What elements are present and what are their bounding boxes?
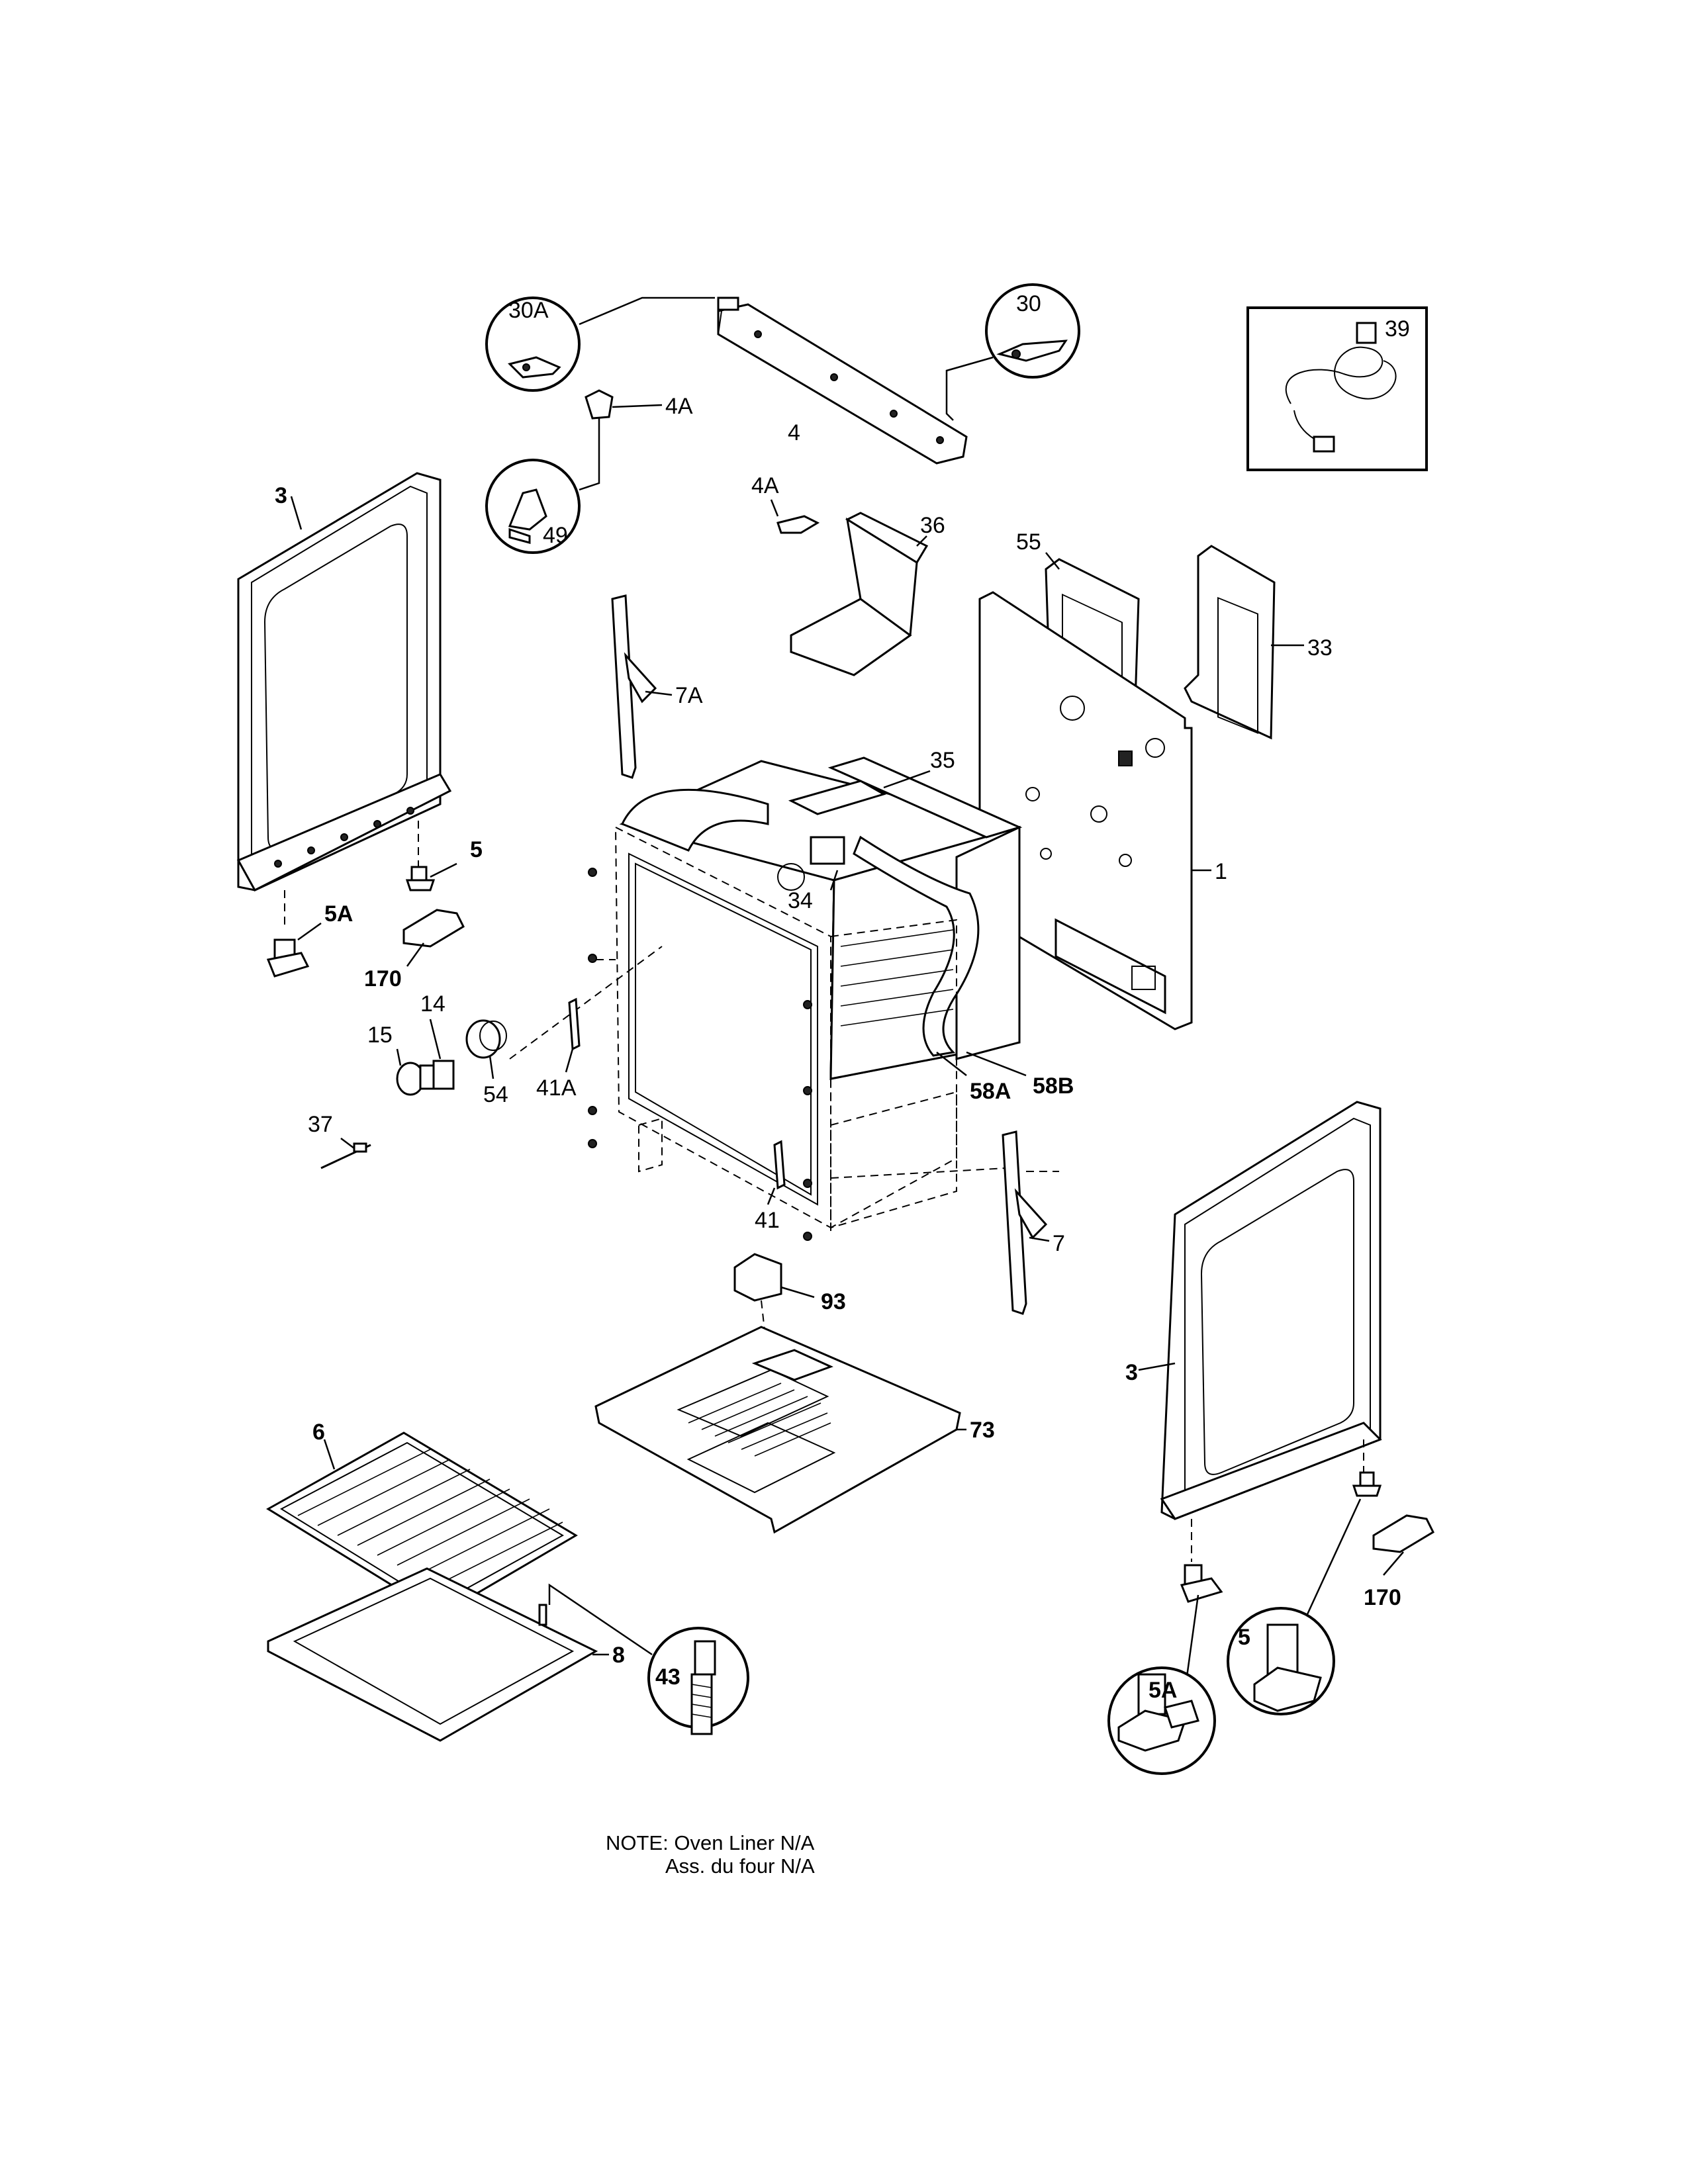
anti-tip-bracket-170-right — [1372, 1514, 1434, 1576]
leveler-5-right — [1303, 1471, 1382, 1622]
label-7A: 7A — [675, 683, 703, 708]
label-36: 36 — [920, 513, 945, 538]
label-49: 49 — [543, 523, 568, 548]
callout-30A — [485, 296, 715, 392]
callout-43-screw — [548, 1583, 749, 1735]
label-30: 30 — [1016, 291, 1041, 316]
callout-5-right — [1227, 1607, 1335, 1715]
rack-support-7A — [611, 594, 673, 779]
leveler-leg-5A-left — [266, 922, 322, 978]
label-4A-top: 4A — [665, 394, 693, 419]
label-5A-right: 5A — [1149, 1678, 1177, 1703]
broiler-pan-8 — [267, 1567, 609, 1742]
top-bracket-part-4 — [717, 296, 968, 465]
label-3-left: 3 — [275, 483, 287, 508]
callout-30 — [945, 283, 1080, 421]
label-5-left: 5 — [470, 837, 483, 862]
label-30A: 30A — [508, 298, 549, 323]
label-4: 4 — [788, 420, 800, 445]
bracket-41 — [767, 1140, 786, 1205]
label-1: 1 — [1215, 859, 1227, 884]
side-panel-3-left — [236, 472, 452, 927]
label-8: 8 — [612, 1643, 625, 1668]
anti-tip-bracket-170-left — [402, 909, 465, 967]
label-39: 39 — [1385, 316, 1410, 341]
leveler-5-left — [405, 862, 457, 891]
bracket-41A — [565, 997, 581, 1073]
label-41A: 41A — [536, 1075, 577, 1101]
label-5-right: 5 — [1238, 1625, 1250, 1650]
rack-support-7 — [1002, 1130, 1050, 1315]
label-7: 7 — [1053, 1231, 1065, 1256]
label-37: 37 — [308, 1112, 333, 1137]
clip-4A-mid — [770, 499, 820, 534]
label-73: 73 — [970, 1418, 995, 1443]
label-58A: 58A — [970, 1079, 1011, 1104]
label-170-left: 170 — [364, 966, 402, 991]
label-41: 41 — [755, 1208, 780, 1233]
callout-5A-right — [1107, 1666, 1216, 1775]
clip-4A-top — [579, 389, 663, 491]
label-4A-mid: 4A — [751, 473, 779, 498]
side-panel-3-right — [1138, 1101, 1382, 1562]
leveler-leg-5A-right — [1180, 1564, 1223, 1692]
cap-93 — [733, 1253, 815, 1331]
vent-duct-36 — [790, 512, 929, 676]
sensor-37 — [320, 1138, 371, 1169]
note-line-2: Ass. du four N/A — [665, 1854, 815, 1878]
label-34: 34 — [788, 888, 813, 913]
label-93: 93 — [821, 1289, 846, 1314]
note-line-1: NOTE: Oven Liner N/A — [606, 1831, 815, 1854]
label-6: 6 — [312, 1420, 325, 1445]
access-cover-33 — [1184, 545, 1304, 740]
label-54: 54 — [483, 1082, 508, 1107]
label-14: 14 — [420, 991, 445, 1017]
label-43: 43 — [655, 1664, 680, 1690]
label-55: 55 — [1016, 529, 1041, 555]
label-58B: 58B — [1033, 1073, 1074, 1099]
oven-rack-6 — [266, 1432, 578, 1616]
power-cord-box-39 — [1246, 306, 1428, 471]
callout-49 — [485, 459, 581, 554]
rear-panel-1 — [978, 591, 1211, 1030]
label-3-right: 3 — [1125, 1360, 1138, 1385]
oven-cavity-body — [509, 756, 1059, 1241]
label-5A-left: 5A — [324, 901, 353, 927]
bottom-panel-73 — [594, 1326, 966, 1534]
oven-light-assembly — [396, 1019, 507, 1096]
label-33: 33 — [1307, 635, 1333, 660]
label-35: 35 — [930, 748, 955, 773]
label-15: 15 — [367, 1023, 393, 1048]
label-170-right: 170 — [1364, 1585, 1401, 1610]
